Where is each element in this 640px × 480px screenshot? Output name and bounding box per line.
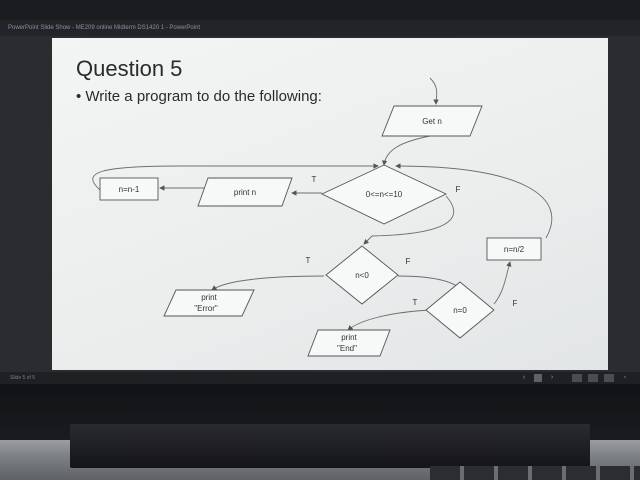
node-get-n: [381, 105, 483, 137]
edge-label-neg-false: F: [406, 257, 411, 266]
node-neg-decision: [325, 245, 399, 305]
normal-view-icon[interactable]: [572, 374, 582, 382]
edge-halve-loop: [395, 163, 553, 239]
reading-view-icon[interactable]: [588, 374, 598, 382]
label-range: 0<=n<=10: [366, 190, 403, 199]
edge-zero-true: [347, 309, 433, 331]
edge-neg-true: [211, 275, 325, 291]
label-error-1: print: [201, 293, 217, 302]
edge-dec-loop: [92, 163, 379, 191]
node-range-decision: [320, 164, 448, 225]
edge-label-neg-true: T: [306, 256, 311, 265]
hinge-slot: [70, 424, 590, 468]
prev-slide-icon[interactable]: ‹: [522, 374, 526, 381]
edge-get-to-range: [381, 135, 431, 166]
node-halve: [486, 237, 542, 261]
flowchart: Get n 0<=n<=10 print n n=n-1 n=n/2 n<0 p…: [92, 77, 553, 357]
edge-range-false: [363, 195, 455, 245]
label-end-2: "End": [337, 344, 357, 353]
edge-label-zero-false: F: [513, 299, 518, 308]
edge-zero-false: [493, 261, 512, 305]
edge-label-range-true: T: [312, 175, 317, 184]
edge-label-zero-true: T: [413, 298, 418, 307]
label-halve: n=n/2: [504, 245, 525, 254]
node-print-n: [197, 177, 293, 207]
status-bar: [0, 372, 640, 384]
label-end-1: print: [341, 333, 357, 342]
edge-label-range-false: F: [456, 185, 461, 194]
label-zero: n=0: [453, 306, 467, 315]
slide-bullet: • Write a program to do the following:: [76, 88, 322, 105]
edge-entry: [429, 77, 439, 105]
node-print-end: [307, 329, 391, 357]
node-print-error: [163, 289, 255, 317]
slide-counter: Slide 5 of 5: [10, 375, 36, 381]
window-title: PowerPoint Slide Show - ME209 online Mid…: [0, 20, 640, 36]
label-decrement: n=n-1: [119, 185, 140, 194]
slide: Question 5 • Write a program to do the f…: [52, 38, 608, 370]
node-zero-decision: [425, 281, 495, 339]
slideshow-view-icon[interactable]: [604, 374, 614, 382]
label-get-n: Get n: [422, 117, 442, 126]
keyboard-keys: [430, 466, 640, 480]
slide-sorter-icon[interactable]: [534, 374, 542, 382]
node-decrement: [99, 177, 159, 201]
label-print-n: print n: [234, 188, 256, 197]
zoom-icon[interactable]: ◦: [623, 374, 627, 381]
label-error-2: "Error": [194, 304, 218, 313]
slide-title: Question 5: [76, 56, 183, 81]
next-slide-icon[interactable]: ›: [550, 374, 554, 381]
label-neg: n<0: [355, 271, 369, 280]
